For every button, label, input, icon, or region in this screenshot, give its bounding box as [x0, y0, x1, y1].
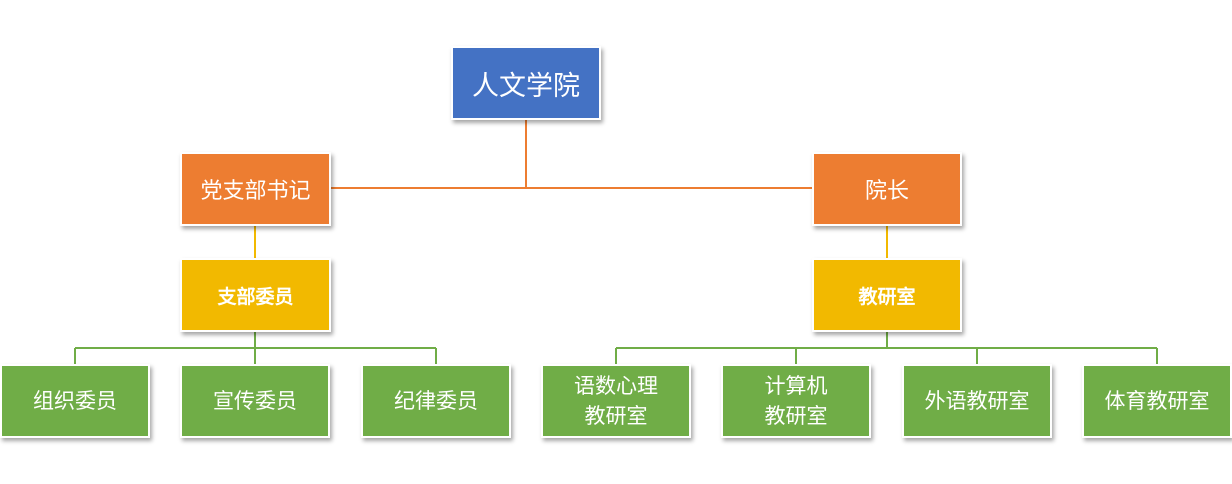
node-organization-member: 组织委员 [0, 364, 150, 438]
node-branch-committee: 支部委员 [180, 258, 331, 332]
node-college-label: 人文学院 [472, 70, 580, 102]
node-computer-office-line1: 计算机 [764, 374, 828, 398]
node-dean-label: 院长 [864, 179, 909, 204]
node-organization-member-label: 组织委员 [33, 389, 117, 413]
node-foreign-language-office-label: 外语教研室 [924, 389, 1030, 413]
node-propaganda-member-label: 宣传委员 [213, 389, 297, 413]
node-foreign-language-office: 外语教研室 [902, 364, 1052, 438]
node-language-math-psychology-office-line2: 教研室 [584, 404, 648, 428]
node-physical-education-office: 体育教研室 [1082, 364, 1232, 438]
node-computer-office-line2: 教研室 [764, 404, 828, 428]
node-discipline-member-label: 纪律委员 [394, 389, 478, 413]
node-language-math-psychology-office-line1: 语数心理 [574, 374, 658, 398]
node-research-office-label: 教研室 [858, 285, 916, 308]
node-party-secretary-label: 党支部书记 [200, 179, 311, 204]
node-dean: 院长 [812, 152, 962, 226]
node-discipline-member: 纪律委员 [361, 364, 511, 438]
node-branch-committee-label: 支部委员 [217, 285, 294, 308]
node-computer-office: 计算机 教研室 [721, 364, 871, 438]
node-party-secretary: 党支部书记 [180, 152, 331, 226]
node-propaganda-member: 宣传委员 [180, 364, 330, 438]
node-physical-education-office-label: 体育教研室 [1104, 389, 1210, 413]
node-research-office: 教研室 [812, 258, 962, 332]
node-college: 人文学院 [451, 46, 601, 120]
node-language-math-psychology-office: 语数心理 教研室 [541, 364, 691, 438]
